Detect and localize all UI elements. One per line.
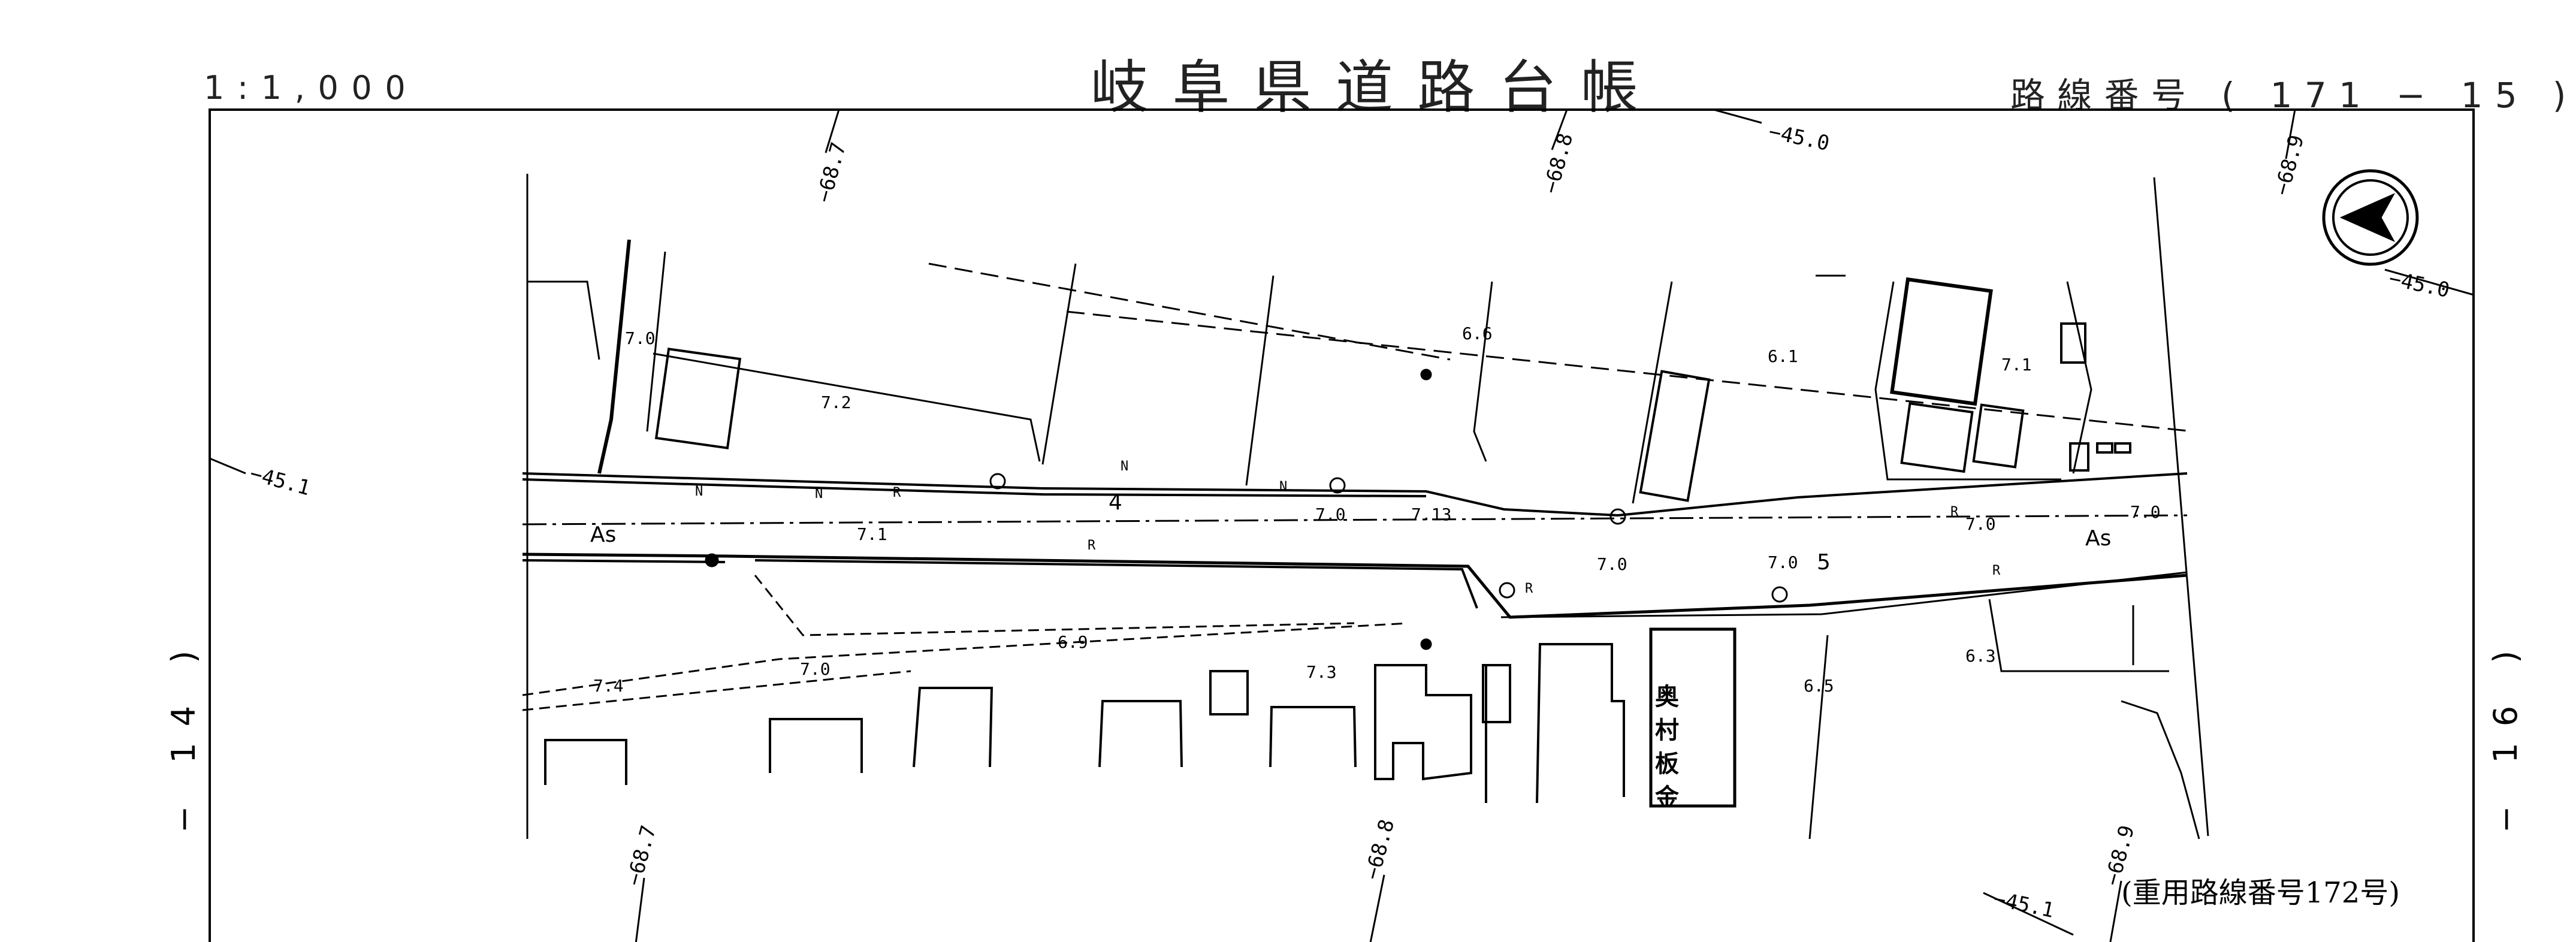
north-mark: N bbox=[1279, 479, 1288, 494]
svg-text:−45.0: −45.0 bbox=[2387, 267, 2451, 303]
map-scale: 1:1,000 bbox=[204, 69, 419, 107]
spot-elevation: 7.4 bbox=[593, 676, 624, 696]
spot-elevation: 6.1 bbox=[1768, 346, 1798, 366]
road-surface-label: As bbox=[590, 523, 617, 547]
spot-elevation: 7.1 bbox=[2001, 355, 2032, 375]
spot-elevation: 6.3 bbox=[1965, 646, 1996, 666]
contour-lines bbox=[209, 108, 2474, 942]
spot-elevation: 6.5 bbox=[1804, 676, 1834, 696]
svg-text:−68.8: −68.8 bbox=[1539, 131, 1578, 196]
parcel-lines-north bbox=[527, 239, 2194, 504]
north-mark: N bbox=[1121, 459, 1129, 474]
road-surface-label: As bbox=[2085, 526, 2112, 551]
road bbox=[522, 472, 2188, 619]
contour-labels: −68.7 −68.8 −68.9 −45.0 −45.0 −45.1 −68.… bbox=[247, 120, 2452, 923]
utility-symbols bbox=[705, 369, 1788, 650]
spot-elevation: 7.1 bbox=[857, 524, 887, 544]
buildings-south bbox=[544, 627, 1737, 808]
svg-text:−68.9: −68.9 bbox=[2270, 132, 2309, 198]
svg-text:−68.8: −68.8 bbox=[1360, 817, 1399, 882]
north-mark: N bbox=[815, 487, 823, 502]
r-mark: R bbox=[1525, 581, 1533, 596]
r-mark: R bbox=[893, 485, 901, 500]
parcel-lines-south bbox=[1808, 599, 2200, 840]
spot-elevation: 7.0 bbox=[1315, 505, 1346, 524]
r-mark: R bbox=[1950, 505, 1959, 520]
svg-text:−45.0: −45.0 bbox=[1766, 120, 1831, 156]
r-mark: R bbox=[1992, 563, 2001, 578]
side-road bbox=[522, 575, 1409, 711]
spot-elevation: 7.3 bbox=[1306, 662, 1337, 682]
spot-elevation: 7.13 bbox=[1411, 505, 1452, 524]
spot-elevation: 7.0 bbox=[800, 659, 831, 679]
station-label: 5 bbox=[1817, 550, 1831, 575]
building-name-label: 奥村板金 bbox=[1655, 683, 1679, 811]
spot-elevation: 6.9 bbox=[1058, 632, 1088, 652]
svg-text:−45.1: −45.1 bbox=[247, 461, 313, 500]
svg-text:−68.7: −68.7 bbox=[622, 823, 661, 888]
adjacent-sheet-right: − 16 ) bbox=[2487, 634, 2524, 833]
spot-elevation: 6.6 bbox=[1462, 324, 1493, 343]
spot-elevation: 7.0 bbox=[1768, 552, 1798, 572]
spot-elevation: 7.0 bbox=[625, 328, 656, 348]
map-frame bbox=[209, 108, 2475, 942]
buildings-north bbox=[654, 277, 2131, 502]
spot-elevation: 7.2 bbox=[821, 393, 851, 412]
spot-elevation: 7.0 bbox=[1597, 554, 1627, 574]
spot-elevation: 7.0 bbox=[2130, 502, 2161, 522]
survey-boundary bbox=[526, 174, 2209, 839]
adjacent-sheet-left: − 14 ) bbox=[165, 634, 203, 833]
svg-text:−68.7: −68.7 bbox=[812, 140, 851, 205]
north-arrow-icon bbox=[2322, 169, 2419, 266]
spot-elevation: 7.0 bbox=[1965, 514, 1996, 534]
north-mark: N bbox=[695, 484, 703, 499]
r-mark: R bbox=[1088, 538, 1096, 553]
overlap-route-note: (重用路線番号172号) bbox=[2121, 876, 2400, 910]
svg-text:−45.1: −45.1 bbox=[1991, 887, 2056, 923]
station-label: 4 bbox=[1109, 490, 1122, 515]
